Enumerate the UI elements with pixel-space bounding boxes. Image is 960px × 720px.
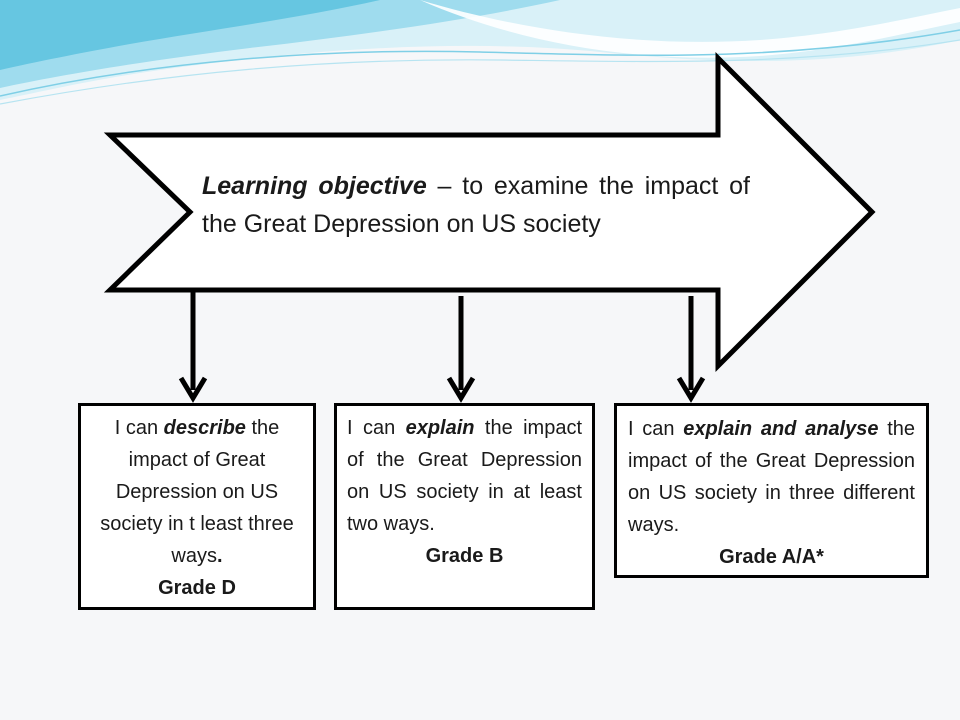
criteria-box-grade-a: I can explain and analyse the impact of … [614,403,929,578]
criteria-text-grade-d: I can describe the impact of Great Depre… [89,412,305,572]
criteria-prefix: I can [628,418,684,440]
learning-objective-description: – to examine the impact of the Great Dep… [202,172,750,238]
criteria-keyword-describe: describe [163,417,246,439]
connector-arrow-grade-b [446,296,476,403]
wave-white-streak [420,0,960,58]
wave-band-deep [0,0,380,70]
grade-label-d: Grade D [158,577,236,599]
objective-arrow [103,51,876,373]
criteria-keyword-explain-and-analyse: explain and analyse [683,418,879,440]
wave-line-2 [0,39,960,105]
learning-objective-label: Learning objective [202,172,427,200]
criteria-end-mark: . [217,545,223,567]
grade-label-a: Grade A/A* [719,546,824,568]
connector-arrow-grade-d [178,292,208,403]
connector-arrow-grade-a [676,296,706,403]
learning-objective-text: Learning objective – to examine the impa… [202,167,750,243]
criteria-suffix: the impact of the Great Depression on US… [628,418,916,536]
criteria-text-grade-a: I can explain and analyse the impact of … [628,413,915,541]
criteria-prefix: I can [347,417,406,439]
criteria-text-grade-b: I can explain the impact of the Great De… [347,412,582,540]
criteria-keyword-explain: explain [405,417,475,439]
criteria-prefix: I can [114,417,164,439]
criteria-box-grade-b: I can explain the impact of the Great De… [334,403,595,610]
criteria-suffix: the impact of Great Depression on US soc… [100,417,294,567]
criteria-box-grade-d: I can describe the impact of Great Depre… [78,403,316,610]
grade-label-b: Grade B [425,545,504,567]
criteria-suffix: the impact of the Great Depression on US… [347,417,583,535]
wave-line-1 [0,29,960,97]
